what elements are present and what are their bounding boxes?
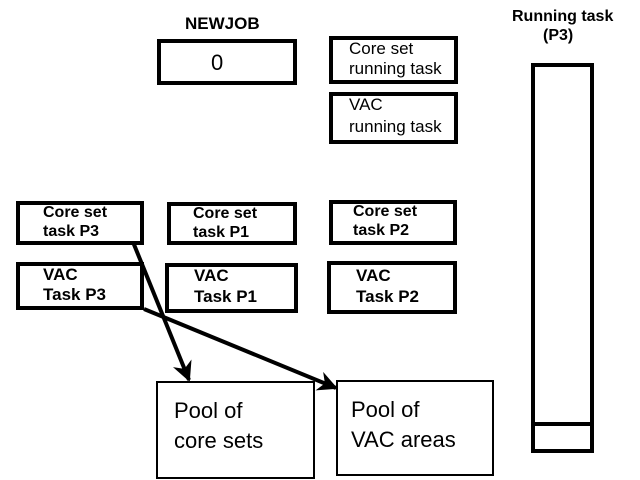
- core-set-task-p2-box: Core set task P2: [329, 200, 457, 245]
- vac-task-p1-box: VAC Task P1: [165, 263, 298, 313]
- vac-running-task-box: VAC running task: [329, 92, 458, 144]
- vac-running-line2: running task: [349, 117, 442, 136]
- vac-task-p1-line1: VAC: [194, 266, 229, 285]
- pool-of-core-sets-box: Pool of core sets: [156, 381, 315, 479]
- core-set-task-p3-box: Core set task P3: [16, 201, 144, 245]
- newjob-value: 0: [211, 50, 224, 75]
- vac-running-line1: VAC: [349, 95, 383, 114]
- running-task-bottom-slot: [531, 422, 594, 453]
- core-set-task-p3-line2: task P3: [43, 223, 100, 240]
- core-set-task-p1-line1: Core set: [193, 205, 258, 222]
- vac-task-p1-line2: Task P1: [194, 287, 258, 306]
- vac-task-p3-box: VAC Task P3: [16, 262, 144, 310]
- vac-task-p3-line1: VAC: [43, 265, 78, 284]
- core-set-task-p1-box: Core set task P1: [167, 202, 297, 245]
- core-set-running-task-box: Core set running task: [329, 36, 458, 84]
- pool-vac-line2: VAC areas: [351, 427, 456, 452]
- vac-task-p2-line1: VAC: [356, 266, 391, 285]
- newjob-title: NEWJOB: [185, 14, 260, 33]
- arrow-core-set-p3-to-core-pool: [131, 241, 192, 382]
- pool-core-line1: Pool of: [174, 398, 243, 423]
- pool-vac-line1: Pool of: [351, 397, 420, 422]
- vac-task-p3-line2: Task P3: [43, 285, 107, 304]
- running-task-title-line1: Running task: [512, 8, 614, 25]
- pool-core-line2: core sets: [174, 428, 264, 453]
- arrow-vac-p3-to-vac-pool: [143, 307, 338, 391]
- core-set-running-line2: running task: [349, 59, 442, 78]
- core-set-task-p2-line2: task P2: [353, 222, 410, 239]
- vac-task-p2-line2: Task P2: [356, 287, 420, 306]
- vac-task-p2-box: VAC Task P2: [327, 261, 457, 314]
- core-set-task-p1-line2: task P1: [193, 224, 250, 241]
- running-task-column: [531, 63, 594, 453]
- pool-of-vac-areas-box: Pool of VAC areas: [336, 380, 494, 476]
- newjob-box: 0: [157, 39, 297, 85]
- running-task-title-line2: (P3): [543, 27, 574, 44]
- core-set-task-p3-line1: Core set: [43, 204, 108, 221]
- core-set-running-line1: Core set: [349, 39, 414, 58]
- core-set-task-p2-line1: Core set: [353, 203, 418, 220]
